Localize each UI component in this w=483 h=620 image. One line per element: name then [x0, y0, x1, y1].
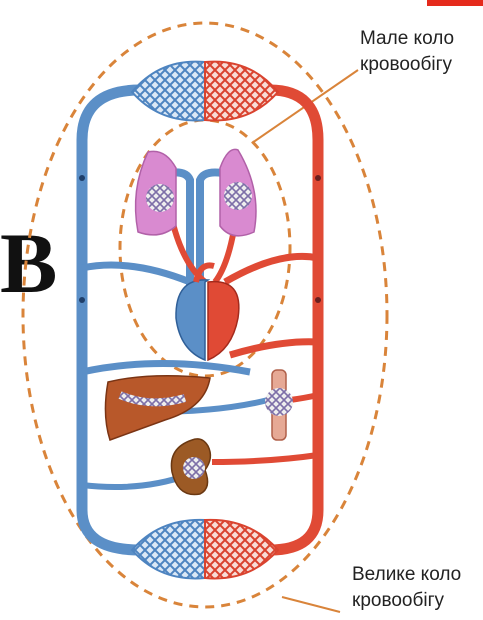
vein-branch	[82, 364, 250, 373]
artery-right-trunk	[270, 90, 318, 550]
capillary-network-icon	[132, 520, 278, 579]
lungs-icon	[136, 149, 256, 235]
systemic-leader-line	[282, 597, 340, 612]
artery-dot	[315, 297, 321, 303]
intestine-icon	[265, 370, 293, 440]
vein-dot	[79, 175, 85, 181]
capillary-network-icon	[132, 62, 278, 121]
artery-branch	[230, 342, 318, 355]
artery-branch	[225, 256, 318, 282]
artery-dot	[315, 175, 321, 181]
artery-branch	[212, 455, 318, 462]
kidney-icon	[171, 439, 210, 495]
vein-dot	[79, 297, 85, 303]
vein-left-trunk	[82, 90, 140, 550]
vein-branch	[82, 475, 188, 487]
vein-branch	[82, 265, 190, 282]
